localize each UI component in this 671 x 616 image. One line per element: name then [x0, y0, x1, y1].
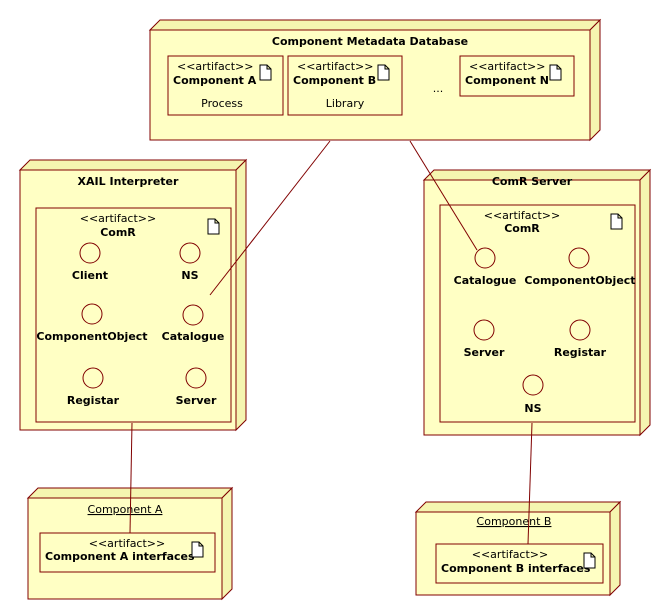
document-icon — [549, 64, 562, 81]
svg-text:Client: Client — [72, 269, 108, 282]
node-component-b[interactable]: Component B <<artifact>> Component B int… — [414, 500, 622, 597]
interface-catalogue[interactable]: Catalogue — [162, 304, 225, 343]
svg-text:Catalogue: Catalogue — [162, 330, 225, 343]
document-icon — [610, 213, 623, 230]
document-icon — [583, 552, 596, 569]
artifact-component-a-interfaces[interactable]: <<artifact>> Component A interfaces — [39, 532, 216, 573]
svg-text:ComponentObject: ComponentObject — [524, 274, 635, 287]
stereotype: <<artifact>> — [177, 60, 253, 73]
svg-text:Catalogue: Catalogue — [454, 274, 517, 287]
svg-text:NS: NS — [524, 402, 541, 415]
artifact-note: Process — [201, 97, 243, 110]
node-title: ComR Server — [492, 175, 573, 188]
interface-server[interactable]: Server — [464, 319, 505, 359]
node-component-metadata-database[interactable]: Component Metadata Database <<artifact>>… — [148, 18, 602, 142]
node-component-a[interactable]: Component A <<artifact>> Component A int… — [26, 486, 234, 601]
link-db-to-server-catalogue — [409, 140, 478, 251]
svg-text:Server: Server — [176, 394, 217, 407]
document-icon — [259, 64, 272, 81]
stereotype: <<artifact>> — [469, 60, 545, 73]
artifact-name: ComR — [100, 226, 136, 239]
stereotype: <<artifact>> — [89, 537, 165, 550]
document-icon — [191, 541, 204, 558]
svg-text:Registar: Registar — [554, 346, 607, 359]
node-comr-server[interactable]: ComR Server <<artifact>> ComR Catalogue … — [422, 168, 652, 437]
artifact-component-b-interfaces[interactable]: <<artifact>> Component B interfaces — [435, 543, 604, 584]
artifact-component-b[interactable]: <<artifact>> Component B Library — [287, 55, 403, 116]
svg-text:Registar: Registar — [67, 394, 120, 407]
node-title: Component A — [88, 503, 163, 516]
node-title: Component B — [477, 515, 552, 528]
svg-text:NS: NS — [181, 269, 198, 282]
node-title: XAIL Interpreter — [78, 175, 179, 188]
artifact-comr[interactable]: <<artifact>> ComR Client NS ComponentObj… — [35, 207, 232, 423]
artifact-name: Component A — [173, 74, 257, 87]
node-xail-interpreter[interactable]: XAIL Interpreter <<artifact>> ComR Clien… — [18, 158, 248, 432]
interface-server[interactable]: Server — [176, 367, 217, 407]
artifact-component-n[interactable]: <<artifact>> Component N — [459, 55, 575, 97]
ellipsis: ... — [433, 82, 444, 95]
document-icon — [207, 218, 220, 235]
interface-client[interactable]: Client — [72, 242, 108, 282]
link-server-to-component-b — [527, 422, 533, 545]
artifact-name: Component B — [293, 74, 376, 87]
stereotype: <<artifact>> — [297, 60, 373, 73]
interface-registar[interactable]: Registar — [554, 319, 607, 359]
stereotype: <<artifact>> — [472, 548, 548, 561]
artifact-name: Component A interfaces — [45, 550, 195, 563]
artifact-name: Component N — [465, 74, 549, 87]
artifact-name: Component B interfaces — [441, 562, 591, 575]
artifact-component-a[interactable]: <<artifact>> Component A Process — [167, 55, 284, 116]
interface-catalogue[interactable]: Catalogue — [454, 247, 517, 287]
stereotype: <<artifact>> — [80, 212, 156, 225]
interface-ns[interactable]: NS — [179, 242, 201, 282]
interface-componentobject[interactable]: ComponentObject — [524, 247, 636, 287]
artifact-name: ComR — [504, 222, 540, 235]
document-icon — [377, 64, 390, 81]
node-title: Component Metadata Database — [272, 35, 468, 48]
link-xail-to-component-a — [129, 422, 133, 534]
interface-ns[interactable]: NS — [522, 374, 544, 415]
artifact-comr[interactable]: <<artifact>> ComR Catalogue ComponentObj… — [439, 204, 636, 423]
svg-text:Server: Server — [464, 346, 505, 359]
interface-componentobject[interactable]: ComponentObject — [36, 303, 148, 343]
stereotype: <<artifact>> — [484, 209, 560, 222]
svg-text:ComponentObject: ComponentObject — [36, 330, 147, 343]
link-db-to-xail-catalogue — [209, 140, 331, 296]
artifact-note: Library — [326, 97, 365, 110]
interface-registar[interactable]: Registar — [67, 367, 120, 407]
